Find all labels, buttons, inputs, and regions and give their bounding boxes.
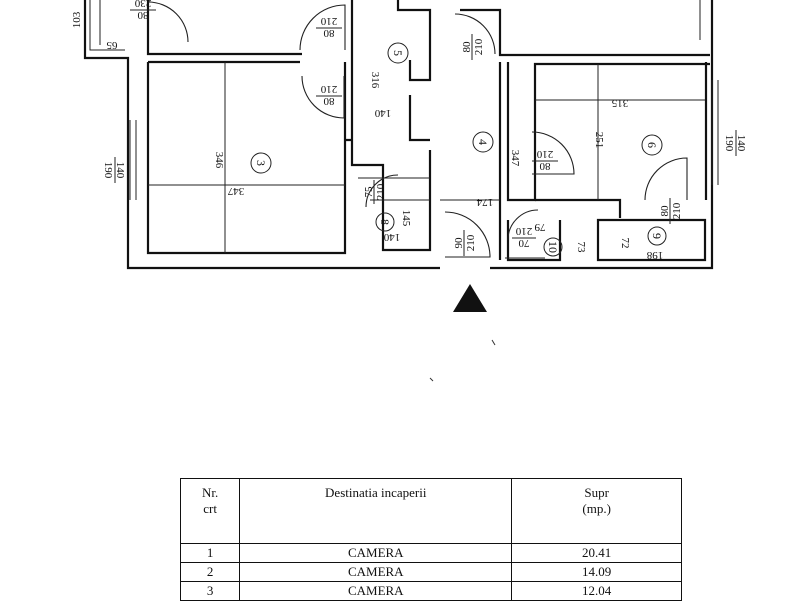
svg-text:80: 80 [539, 160, 551, 172]
door-label: 80 210 [659, 198, 683, 224]
svg-text:210: 210 [671, 202, 683, 219]
svg-text:140: 140 [735, 135, 747, 152]
svg-text:210: 210 [320, 15, 337, 27]
svg-text:198: 198 [646, 249, 663, 261]
svg-text:210: 210 [465, 234, 477, 251]
rooms-table: Nr. crt Destinatia incaperii Supr (mp.) … [179, 478, 682, 601]
cell-destination: CAMERA [239, 581, 513, 601]
room-3-label: 3 346 347 [213, 152, 272, 197]
window-labels: 140 190 140 190 [102, 130, 747, 183]
room-9-label: 9 72 198 [619, 226, 667, 261]
header-area-line2: (mp.) [582, 501, 611, 516]
header-nr: Nr. crt [179, 478, 241, 544]
walls [83, 0, 719, 270]
svg-text:90: 90 [453, 237, 465, 249]
svg-text:210: 210 [375, 183, 387, 200]
svg-text:230: 230 [134, 0, 151, 9]
svg-text:210: 210 [515, 225, 532, 237]
svg-text:80: 80 [323, 95, 335, 107]
svg-text:190: 190 [723, 135, 735, 152]
cell-nr: 3 [179, 581, 241, 601]
dimension-label: 65 [106, 39, 118, 51]
cell-destination: CAMERA [239, 562, 513, 582]
table-row: 2 CAMERA 14.09 [179, 562, 682, 582]
svg-text:210: 210 [536, 148, 553, 160]
door-swings [147, 1, 688, 258]
svg-text:210: 210 [320, 83, 337, 95]
svg-text:8: 8 [378, 219, 392, 225]
header-destination-label: Destinatia incaperii [325, 485, 427, 500]
table-row: 3 CAMERA 12.04 [179, 581, 682, 601]
door-label: 80 210 [532, 148, 558, 172]
svg-text:80: 80 [137, 9, 149, 21]
cell-area: 12.04 [511, 581, 682, 601]
floor-plan: 3 346 347 4 347 174 5 316 140 6 251 315 … [71, 0, 747, 382]
svg-text:174: 174 [476, 196, 493, 208]
door-labels: 80 230 80 210 80 210 80 210 80 210 75 21… [130, 0, 683, 256]
cell-nr: 1 [179, 543, 241, 563]
door-label: 70 210 [512, 225, 536, 249]
scan-marks [429, 339, 496, 382]
svg-text:72: 72 [619, 238, 631, 249]
table-header-row: Nr. crt Destinatia incaperii Supr (mp.) [179, 478, 682, 544]
room-4-label: 4 347 174 [472, 131, 521, 208]
header-nr-line2: crt [203, 501, 217, 516]
header-area-line1: Supr [584, 485, 609, 500]
svg-text:140: 140 [374, 107, 391, 119]
dimension-label: 103 [71, 11, 83, 28]
svg-text:145: 145 [400, 210, 412, 227]
cell-area: 14.09 [511, 562, 682, 582]
svg-text:140: 140 [114, 162, 126, 179]
door-label: 80 210 [316, 15, 342, 39]
room-10-label: 10 73 79 [534, 221, 587, 257]
door-label: 80 210 [316, 83, 342, 107]
svg-text:251: 251 [593, 132, 605, 149]
header-nr-line1: Nr. [201, 485, 219, 500]
header-destination: Destinatia incaperii [239, 478, 513, 544]
svg-text:80: 80 [323, 27, 335, 39]
svg-text:80: 80 [461, 41, 473, 53]
header-area: Supr (mp.) [511, 478, 682, 544]
entrance-arrow [453, 284, 487, 312]
door-label: 90 210 [453, 230, 477, 256]
door-label: 75 210 [363, 180, 387, 204]
svg-text:6: 6 [645, 142, 659, 148]
svg-text:79: 79 [534, 221, 546, 233]
room-6-label: 6 251 315 [593, 97, 663, 156]
table-row: 1 CAMERA 20.41 [179, 543, 682, 563]
svg-text:73: 73 [575, 242, 587, 254]
svg-text:346: 346 [213, 152, 225, 169]
svg-text:3: 3 [254, 160, 268, 166]
cell-destination: CAMERA [239, 543, 513, 563]
svg-text:347: 347 [227, 185, 244, 197]
svg-text:9: 9 [650, 233, 664, 239]
svg-text:10: 10 [546, 241, 560, 253]
svg-text:190: 190 [102, 162, 114, 179]
door-label: 80 210 [461, 34, 485, 60]
door-label: 80 230 [130, 0, 156, 21]
svg-text:347: 347 [509, 150, 521, 167]
cell-nr: 2 [179, 562, 241, 582]
svg-text:75: 75 [363, 186, 375, 198]
room-labels: 3 346 347 4 347 174 5 316 140 6 251 315 … [213, 42, 667, 261]
svg-text:315: 315 [611, 97, 628, 109]
window-label: 140 190 [102, 157, 126, 183]
svg-text:4: 4 [476, 139, 490, 145]
svg-text:140: 140 [383, 231, 400, 243]
svg-text:316: 316 [369, 72, 381, 89]
svg-text:5: 5 [391, 50, 405, 56]
room-5-label: 5 316 140 [369, 42, 409, 119]
window-label: 140 190 [723, 130, 747, 156]
svg-text:80: 80 [659, 205, 671, 217]
room-8-label: 8 145 140 [375, 210, 412, 243]
svg-text:70: 70 [518, 237, 530, 249]
cell-area: 20.41 [511, 543, 682, 563]
svg-text:210: 210 [473, 38, 485, 55]
